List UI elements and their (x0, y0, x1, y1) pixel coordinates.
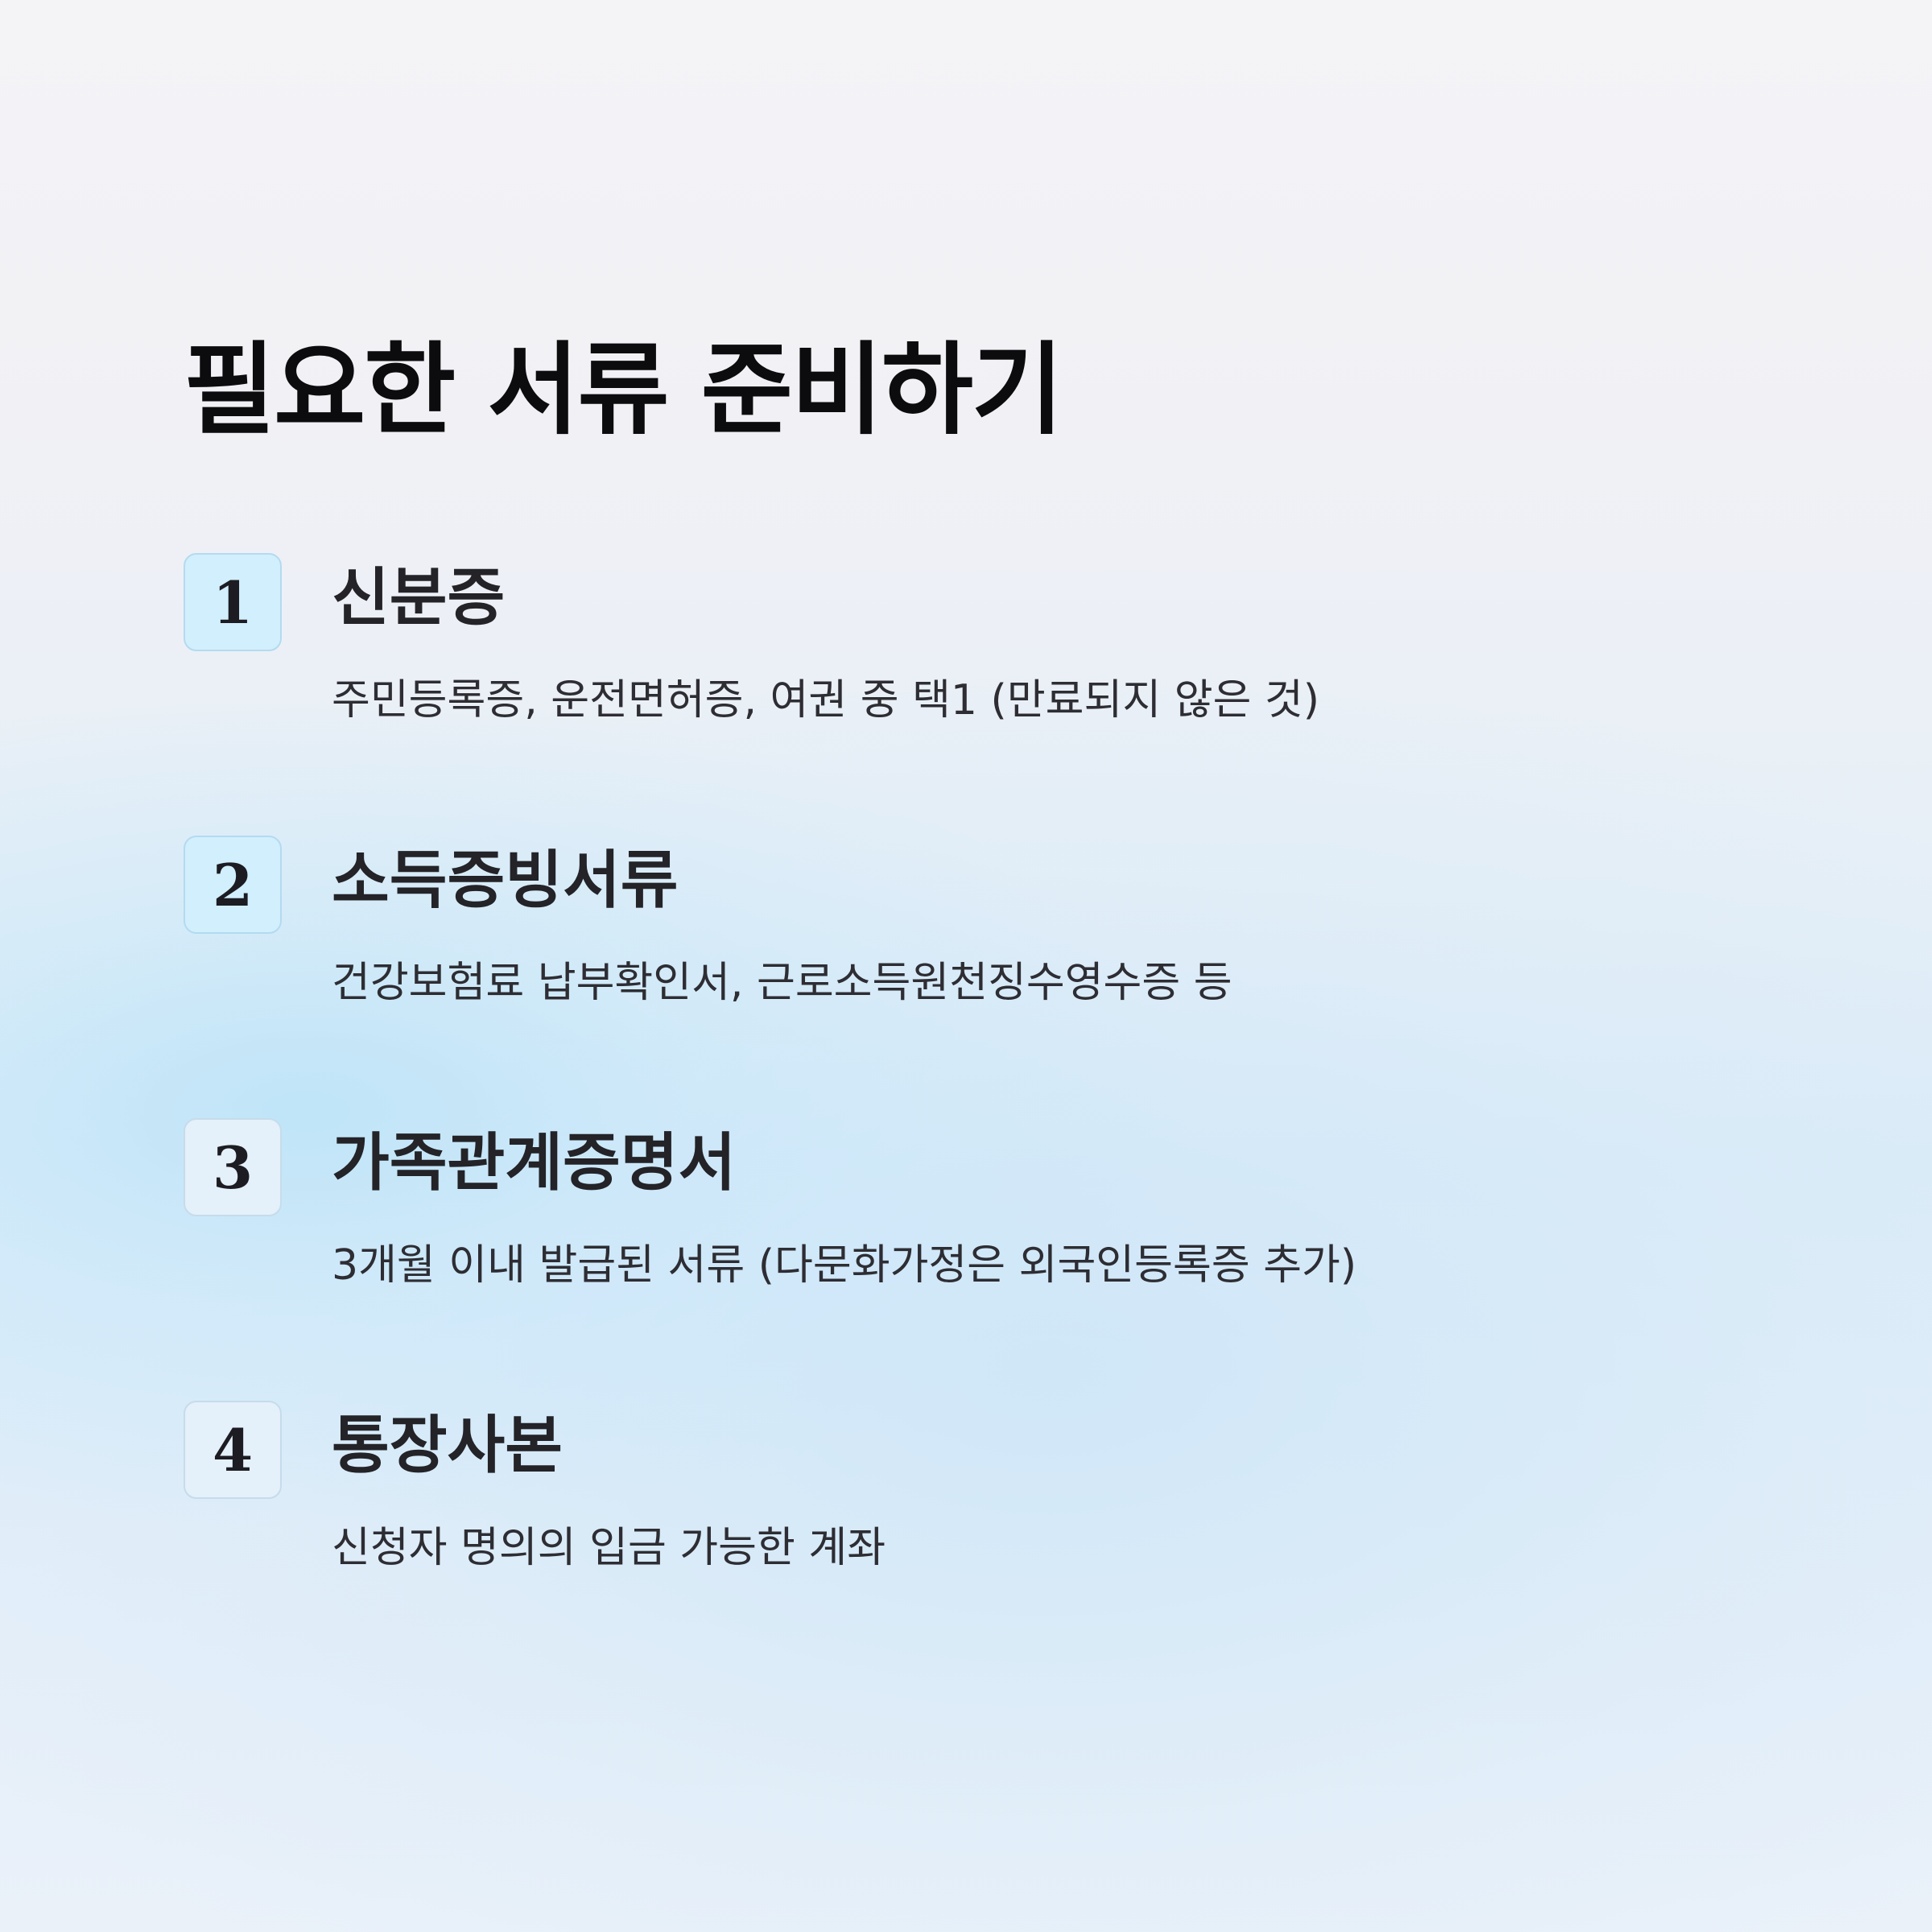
item-description: 신청자 명의의 입금 가능한 계좌 (332, 1524, 886, 1572)
step-number-badge: 3 (184, 1118, 282, 1216)
item-title: 통장사본 (332, 1410, 564, 1482)
item-title: 소득증빙서류 (332, 844, 679, 917)
list-item-income-proof: 2 소득증빙서류 건강보험료 납부확인서, 근로소득원천징수영수증 등 (184, 836, 1794, 1029)
step-number-badge: 4 (184, 1401, 282, 1499)
item-title: 신분증 (332, 562, 506, 634)
item-description: 주민등록증, 운전면허증, 여권 중 택1 (만료되지 않은 것) (332, 676, 1320, 724)
item-title: 가족관계증명서 (332, 1127, 737, 1199)
list-item-bankbook-copy: 4 통장사본 신청자 명의의 입금 가능한 계좌 (184, 1401, 1794, 1594)
item-description: 3개월 이내 발급된 서류 (다문화가정은 외국인등록증 추가) (332, 1241, 1357, 1290)
step-number-badge: 1 (184, 553, 282, 651)
item-description: 건강보험료 납부확인서, 근로소득원천징수영수증 등 (332, 959, 1232, 1007)
list-item-family-certificate: 3 가족관계증명서 3개월 이내 발급된 서류 (다문화가정은 외국인등록증 추… (184, 1118, 1794, 1311)
list-item-id-card: 1 신분증 주민등록증, 운전면허증, 여권 중 택1 (만료되지 않은 것) (184, 553, 1794, 746)
step-number-badge: 2 (184, 836, 282, 934)
page-title: 필요한 서류 준비하기 (184, 332, 1063, 448)
